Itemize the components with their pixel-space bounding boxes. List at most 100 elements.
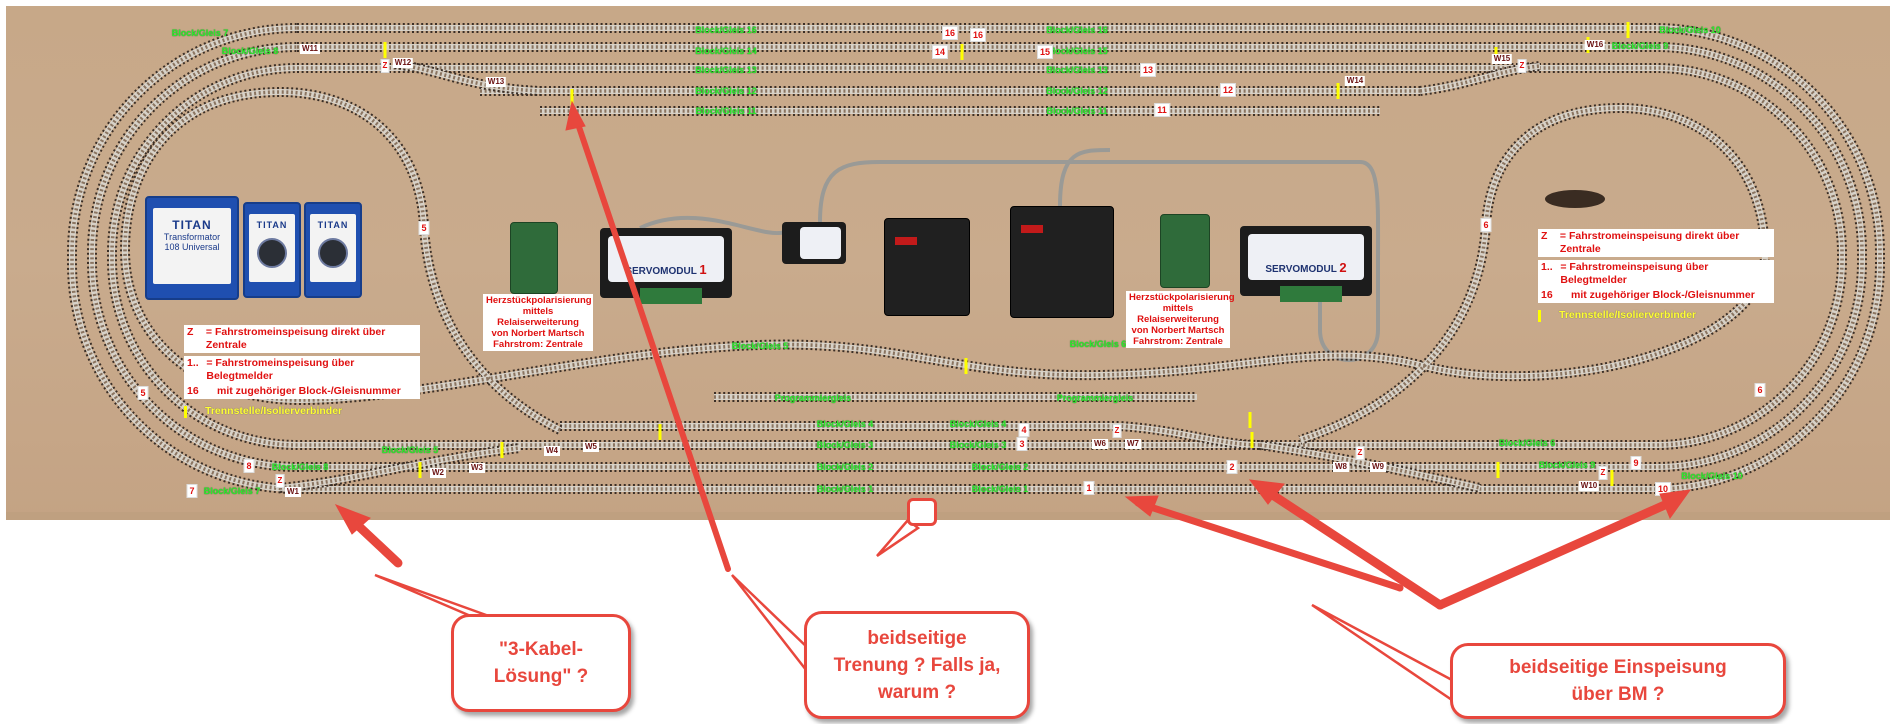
- callout-tail: [1311, 603, 1454, 703]
- track-label: Block/Gleis 5: [731, 341, 789, 351]
- track-label: Block/Gleis 6: [1069, 339, 1127, 349]
- feed-marker: 16: [969, 28, 987, 42]
- turnout-label: W14: [1344, 76, 1366, 86]
- separator-mark: [1250, 432, 1254, 448]
- track-label: Block/Gleis 12: [1046, 86, 1108, 96]
- turnout-label: W5: [583, 442, 599, 452]
- track-label: Block/Gleis 10: [1681, 471, 1743, 481]
- track-label: Block/Gleis 15: [1046, 46, 1108, 56]
- titan-logo: TITAN: [256, 220, 288, 230]
- track-label: Block/Gleis 1: [971, 484, 1029, 494]
- cable: [1058, 148, 1111, 207]
- feed-marker: Z: [1355, 446, 1365, 460]
- feed-marker: Z: [1112, 424, 1122, 438]
- turnout-label: W16: [1584, 40, 1606, 50]
- separator-mark: [1336, 83, 1340, 99]
- separator-mark: [418, 462, 422, 478]
- feed-marker: 2: [1226, 460, 1238, 474]
- track-label: Block/Gleis 9: [1611, 41, 1669, 51]
- speed-knob: [318, 238, 348, 268]
- separator-mark: [570, 89, 574, 105]
- track-label: Block/Gleis 11: [695, 106, 757, 116]
- servo-label: SERVOMODUL: [1265, 264, 1337, 275]
- track-label: Block/Gleis 12: [695, 86, 757, 96]
- titan-controller-1: TITAN: [243, 202, 301, 298]
- titan-logo: TITAN: [317, 220, 349, 230]
- crossover-switch: [1259, 443, 1481, 490]
- feed-marker: 6: [1754, 383, 1766, 397]
- track-label: Block/Gleis 9: [1538, 460, 1596, 470]
- track-label: Block/Gleis 4: [816, 419, 874, 429]
- separator-mark: [1626, 22, 1630, 38]
- feed-marker: Z: [380, 59, 390, 73]
- track-label: Block/Gleis 4: [949, 419, 1007, 429]
- servomodul-2: SERVOMODUL 2: [1240, 226, 1372, 302]
- relay-board-2: [1160, 214, 1210, 288]
- inner-loop-track: [110, 66, 1844, 447]
- track-label: Block/Gleis 16: [1046, 25, 1108, 35]
- feed-marker: 14: [931, 45, 949, 59]
- track-label: Block/Gleis 2: [816, 462, 874, 472]
- legend-right: Z= Fahrstromeinspeisung direkt über Zent…: [1538, 229, 1774, 322]
- feed-marker: Z: [275, 474, 285, 488]
- legend-left: Z= Fahrstromeinspeisung direkt über Zent…: [184, 325, 420, 418]
- arrow-feed-2: [1257, 483, 1445, 610]
- track-label: Block/Gleis 3: [949, 440, 1007, 450]
- separator-mark: [964, 358, 968, 374]
- servo-number: 2: [1339, 260, 1347, 275]
- turnout-label: W3: [469, 463, 485, 473]
- track-label: Block/Gleis 14: [695, 46, 757, 56]
- empty-callout-box: [907, 498, 937, 526]
- track-label: Block/Gleis 8: [271, 462, 329, 472]
- track-label: Block/Gleis 13: [1046, 65, 1108, 75]
- turnout-label: W6: [1092, 439, 1108, 449]
- separator-mark: [1610, 470, 1614, 486]
- track-label: Block/Gleis 1: [816, 484, 874, 494]
- relay-board-1: [510, 222, 558, 294]
- booster-box-2: [1010, 206, 1114, 318]
- feed-marker: Z: [1517, 59, 1527, 73]
- titan-controller-2: TITAN: [304, 202, 362, 298]
- middle-loop-track: [90, 45, 1864, 469]
- dogbone-loop-track: [121, 88, 1769, 443]
- turnout-label: W12: [392, 58, 414, 68]
- arrowhead: [1659, 489, 1692, 520]
- feed-marker: 6: [1480, 218, 1492, 232]
- arrowhead: [1124, 495, 1159, 517]
- separator-mark: [960, 44, 964, 60]
- track-label: Block/Gleis 11: [1046, 106, 1108, 116]
- track-label: Block/Gleis 6: [1498, 438, 1556, 448]
- track-label: Block/Gleis 13: [695, 65, 757, 75]
- feed-marker: 9: [1630, 456, 1642, 470]
- arrow-feed-1: [1134, 499, 1404, 592]
- callout-tail: [731, 574, 812, 679]
- turnout-label: W2: [430, 468, 446, 478]
- track-4: [560, 424, 1261, 447]
- board-edge: [6, 512, 1890, 520]
- turnout-label: W1: [285, 487, 301, 497]
- feed-marker: 15: [1036, 45, 1054, 59]
- turnout-label: W4: [544, 446, 560, 456]
- track-label: Block/Gleis 7: [171, 28, 229, 38]
- separator-icon: [184, 405, 187, 418]
- track-label: Block/Gleis 3: [816, 440, 874, 450]
- small-digital-module: [782, 222, 846, 264]
- feed-marker: 3: [1016, 437, 1028, 451]
- turnout-label: W8: [1333, 462, 1349, 472]
- separator-mark: [658, 424, 662, 440]
- track-label: Block/Gleis 2: [971, 462, 1029, 472]
- arrow-separation: [573, 115, 731, 572]
- track-label: Block/Gleis 10: [1659, 25, 1721, 35]
- servo-number: 1: [699, 262, 707, 277]
- yard-switch: [1419, 64, 1541, 93]
- feed-marker: 7: [186, 484, 198, 498]
- track-label: Block/Gleis 7: [203, 486, 261, 496]
- track-label: Block/Gleis 8: [221, 46, 279, 56]
- track-label: Programmiergleis: [774, 393, 852, 403]
